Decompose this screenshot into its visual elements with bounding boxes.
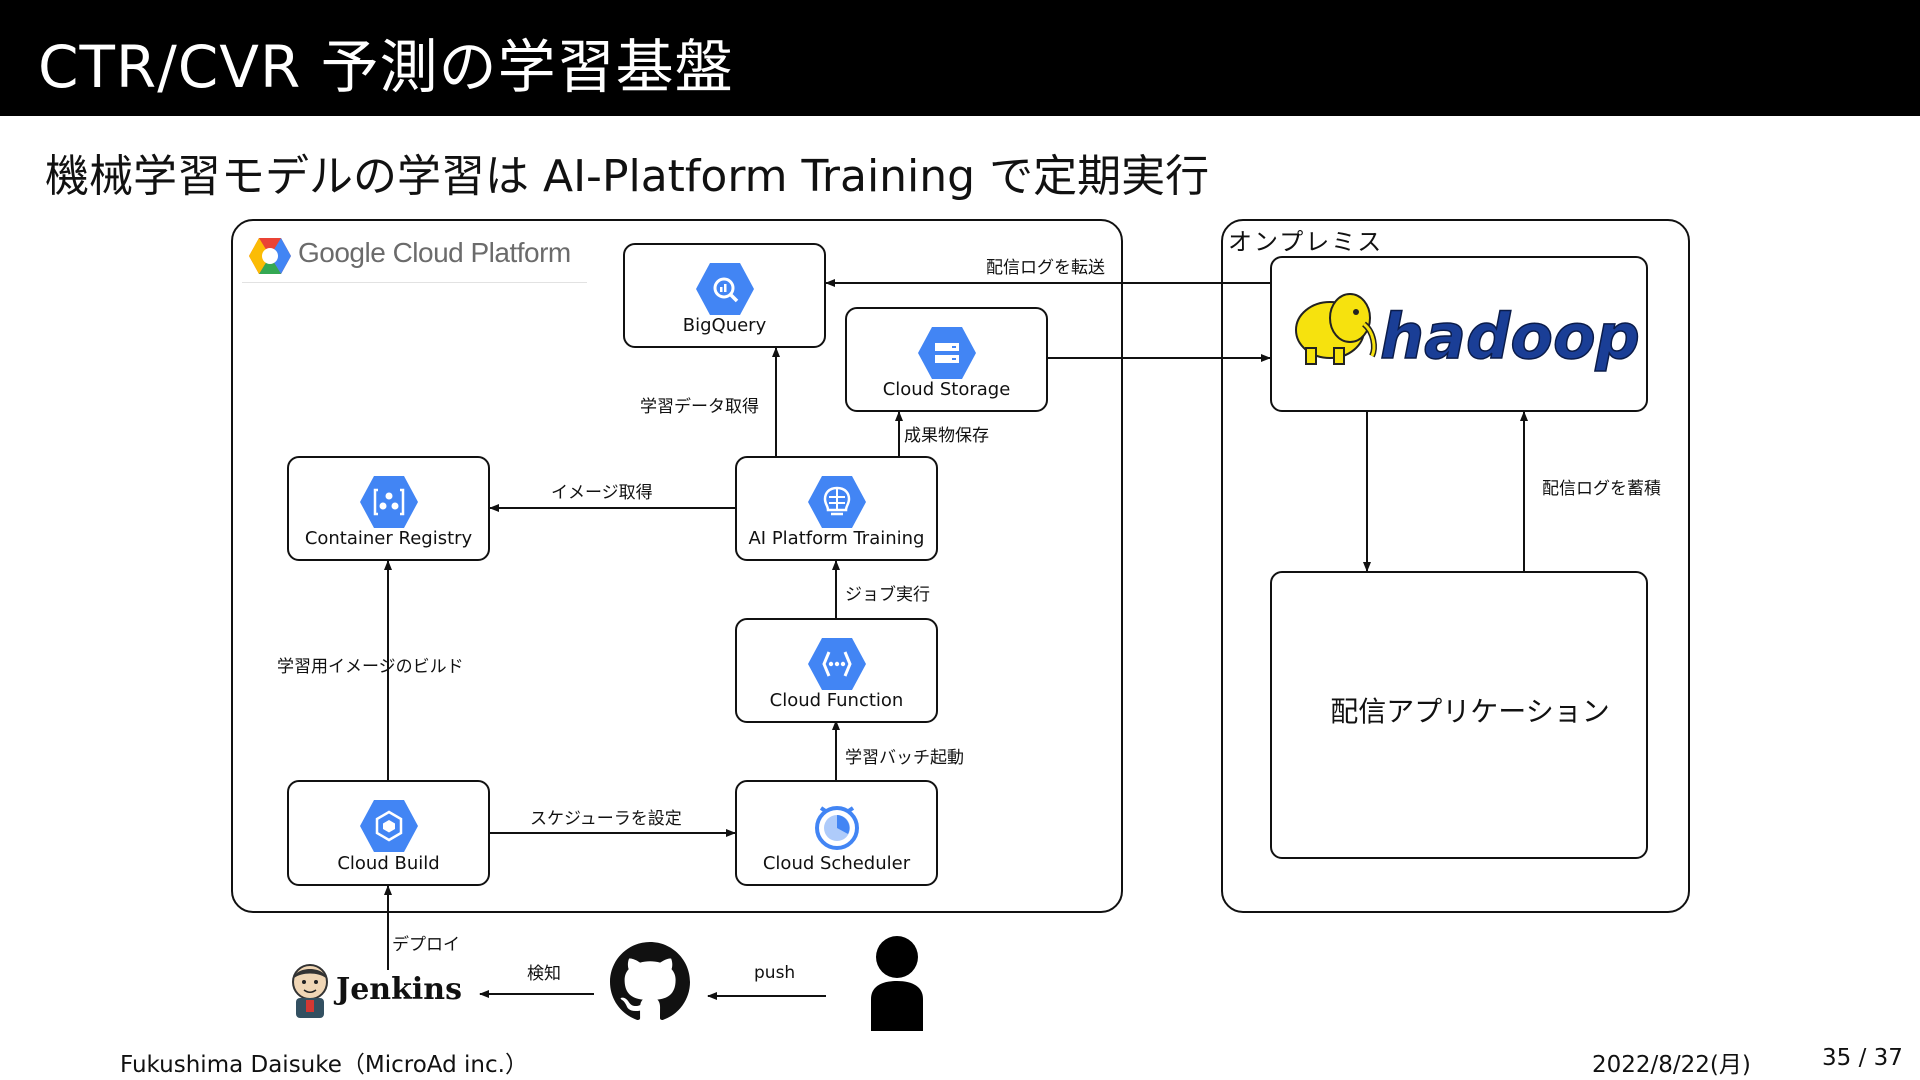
cloud-function-node[interactable]: Cloud Function	[735, 618, 938, 723]
edge-label-accumulate-logs: 配信ログを蓄積	[1542, 479, 1661, 499]
container-registry-icon	[359, 476, 418, 528]
bigquery-icon	[695, 263, 754, 315]
edge-label-start-batch: 学習バッチ起動	[845, 748, 964, 768]
edge-label-build-training-image: 学習用イメージのビルド	[277, 657, 464, 677]
cloud-scheduler-node[interactable]: Cloud Scheduler	[735, 780, 938, 886]
github-icon[interactable]	[610, 942, 690, 1022]
cloud-function-label: Cloud Function	[769, 690, 904, 711]
edge-label-log-transfer: 配信ログを転送	[986, 258, 1105, 278]
hadoop-node[interactable]: hadoop	[1270, 256, 1648, 412]
onprem-frame	[1221, 219, 1690, 913]
title-bar: CTR/CVR 予測の学習基盤	[0, 0, 1920, 116]
jenkins-icon	[292, 964, 328, 1018]
cloud-build-label: Cloud Build	[337, 853, 440, 874]
edge-label-detect: 検知	[527, 964, 561, 984]
edge-label-save-artifacts: 成果物保存	[904, 426, 989, 446]
ai-platform-icon	[807, 476, 866, 528]
hadoop-wordmark: hadoop	[1380, 300, 1640, 373]
cloud-scheduler-icon	[814, 806, 859, 850]
gcp-logo: Google Cloud Platform	[242, 232, 587, 283]
distribution-app-label: 配信アプリケーション	[1330, 695, 1610, 728]
elephant-icon	[1295, 293, 1377, 365]
cloud-storage-label: Cloud Storage	[882, 379, 1011, 400]
cloud-scheduler-label: Cloud Scheduler	[762, 853, 911, 874]
cloud-build-node[interactable]: Cloud Build	[287, 780, 490, 886]
container-registry-label: Container Registry	[304, 528, 473, 549]
edge-label-deploy: デプロイ	[392, 935, 460, 955]
edge-label-fetch-image: イメージ取得	[551, 483, 653, 503]
hadoop-logo: hadoop	[1295, 293, 1641, 374]
cloud-function-icon	[807, 638, 866, 690]
gcp-logo-text: Google Cloud Platform	[298, 237, 571, 268]
gcp-frame	[231, 219, 1123, 913]
storage-icon	[917, 327, 976, 379]
footer-author: Fukushima Daisuke（MicroAd inc.）	[120, 1052, 528, 1078]
bigquery-node[interactable]: BigQuery	[623, 243, 826, 348]
edge-label-push: push	[754, 963, 796, 983]
slide-subtitle: 機械学習モデルの学習は AI-Platform Training で定期実行	[45, 151, 1210, 202]
footer-page-number: 35 / 37	[1822, 1045, 1903, 1071]
cloud-build-icon	[359, 800, 418, 852]
footer-date: 2022/8/22(月)	[1592, 1052, 1751, 1078]
edge-label-set-scheduler: スケジューラを設定	[530, 809, 682, 829]
gcp-hexagon-icon	[249, 238, 291, 274]
cloud-storage-node[interactable]: Cloud Storage	[845, 307, 1048, 412]
edge-label-fetch-training-data: 学習データ取得	[640, 397, 759, 417]
jenkins[interactable]: Jenkins	[288, 962, 462, 1024]
bigquery-label: BigQuery	[682, 315, 767, 336]
container-registry-node[interactable]: Container Registry	[287, 456, 490, 561]
slide-title: CTR/CVR 予測の学習基盤	[38, 33, 734, 101]
distribution-app-node[interactable]	[1270, 571, 1648, 859]
onprem-label: オンプレミス	[1228, 228, 1384, 256]
ai-platform-label: AI Platform Training	[748, 528, 925, 549]
edge-label-run-job: ジョブ実行	[845, 585, 930, 605]
user-icon	[871, 936, 923, 1031]
ai-platform-node[interactable]: AI Platform Training	[735, 456, 938, 561]
jenkins-label: Jenkins	[336, 972, 462, 1007]
